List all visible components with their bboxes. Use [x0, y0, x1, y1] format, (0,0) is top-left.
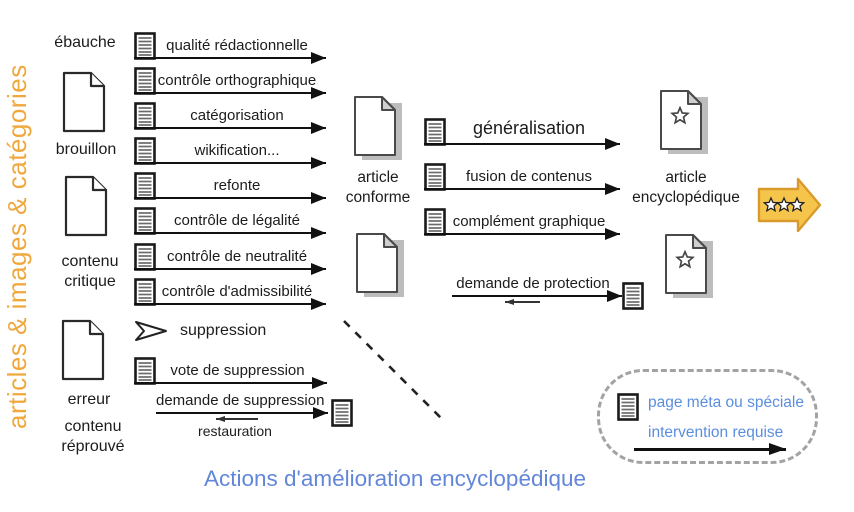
- document-icon: [62, 71, 106, 133]
- label-article-conforme: article conforme: [345, 169, 411, 206]
- diagram-caption: Actions d'amélioration encyclopédique: [203, 466, 587, 491]
- label-erreur: erreur: [67, 391, 111, 408]
- action-row-fusion: fusion de contenus: [424, 160, 620, 191]
- action-row-orthographe: contrôle orthographique: [134, 64, 326, 95]
- arrow-line: [134, 196, 326, 199]
- action-row-wikification: wikification...: [134, 134, 326, 165]
- action-row-protection: demande de protection: [452, 267, 622, 297]
- action-row-complement: complément graphique: [424, 205, 620, 236]
- legend-box: page méta ou spéciale intervention requi…: [597, 369, 818, 464]
- arrow-line: [134, 231, 326, 234]
- star-document-icon: [660, 90, 709, 155]
- meta-page-icon: [617, 393, 639, 421]
- action-row-neutralite: contrôle de neutralité: [134, 240, 326, 271]
- label-article-encyclopedique: article encyclopédique: [632, 169, 740, 206]
- action-label: contrôle de légalité: [174, 212, 300, 229]
- legend-line1: page méta ou spéciale: [648, 394, 804, 411]
- action-row-qualite: qualité rédactionnelle: [134, 29, 326, 60]
- arrow-line: [424, 232, 620, 235]
- arrow-line: [134, 91, 326, 94]
- label-brouillon: brouillon: [55, 141, 117, 158]
- dashed-connector-line: [343, 320, 443, 420]
- action-label: demande de protection: [456, 275, 610, 292]
- action-label: refonte: [213, 177, 261, 194]
- action-row-refonte: refonte: [134, 169, 326, 200]
- action-row-vote-suppression: vote de suppression: [134, 354, 327, 385]
- action-label: demande de suppression: [156, 392, 325, 409]
- legend-line2: intervention requise: [648, 424, 784, 441]
- award-arrow-icon: [757, 177, 822, 233]
- restauration-return-arrow: [216, 418, 258, 420]
- document-icon: [61, 319, 105, 381]
- action-label: wikification...: [194, 142, 280, 159]
- label-ebauche: ébauche: [54, 34, 116, 51]
- arrow-line: [134, 267, 326, 270]
- protection-return-arrow: [505, 301, 540, 303]
- arrow-line: [424, 142, 620, 145]
- action-row-legalite: contrôle de légalité: [134, 204, 326, 235]
- action-row-demande-suppression: demande de suppression: [156, 384, 328, 414]
- arrow-line: [134, 161, 326, 164]
- action-label: complément graphique: [452, 213, 606, 230]
- arrow-line: [424, 187, 620, 190]
- action-row-generalisation: généralisation: [424, 115, 620, 146]
- arrow-line: [134, 302, 326, 305]
- action-label: catégorisation: [190, 107, 284, 124]
- action-label: fusion de contenus: [466, 168, 592, 185]
- action-row-categorisation: catégorisation: [134, 99, 326, 130]
- action-label: vote de suppression: [170, 362, 305, 379]
- action-label: généralisation: [472, 118, 586, 138]
- star-document-icon: [665, 234, 714, 299]
- action-label: qualité rédactionnelle: [166, 37, 308, 54]
- meta-page-icon: [622, 282, 644, 310]
- document-icon: [64, 175, 108, 237]
- arrow-line: [134, 56, 326, 59]
- arrow-line: [134, 381, 327, 384]
- label-contenu-critique: contenu critique: [61, 253, 119, 290]
- action-label: contrôle orthographique: [157, 72, 317, 89]
- suppression-dart-icon: [135, 321, 167, 341]
- label-restauration: restauration: [198, 423, 272, 439]
- legend-arrow: [634, 448, 786, 451]
- action-label: contrôle de neutralité: [166, 248, 308, 265]
- document-shadow-icon: [356, 233, 405, 298]
- label-contenu-reprouve: contenu réprouvé: [61, 418, 125, 455]
- arrow-line: [156, 411, 328, 414]
- action-row-admissibilite: contrôle d'admissibilité: [134, 275, 326, 306]
- action-label: contrôle d'admissibilité: [161, 283, 313, 300]
- arrow-line: [452, 294, 622, 297]
- arrow-line: [134, 126, 326, 129]
- document-shadow-icon: [354, 96, 403, 161]
- label-suppression: suppression: [180, 322, 267, 339]
